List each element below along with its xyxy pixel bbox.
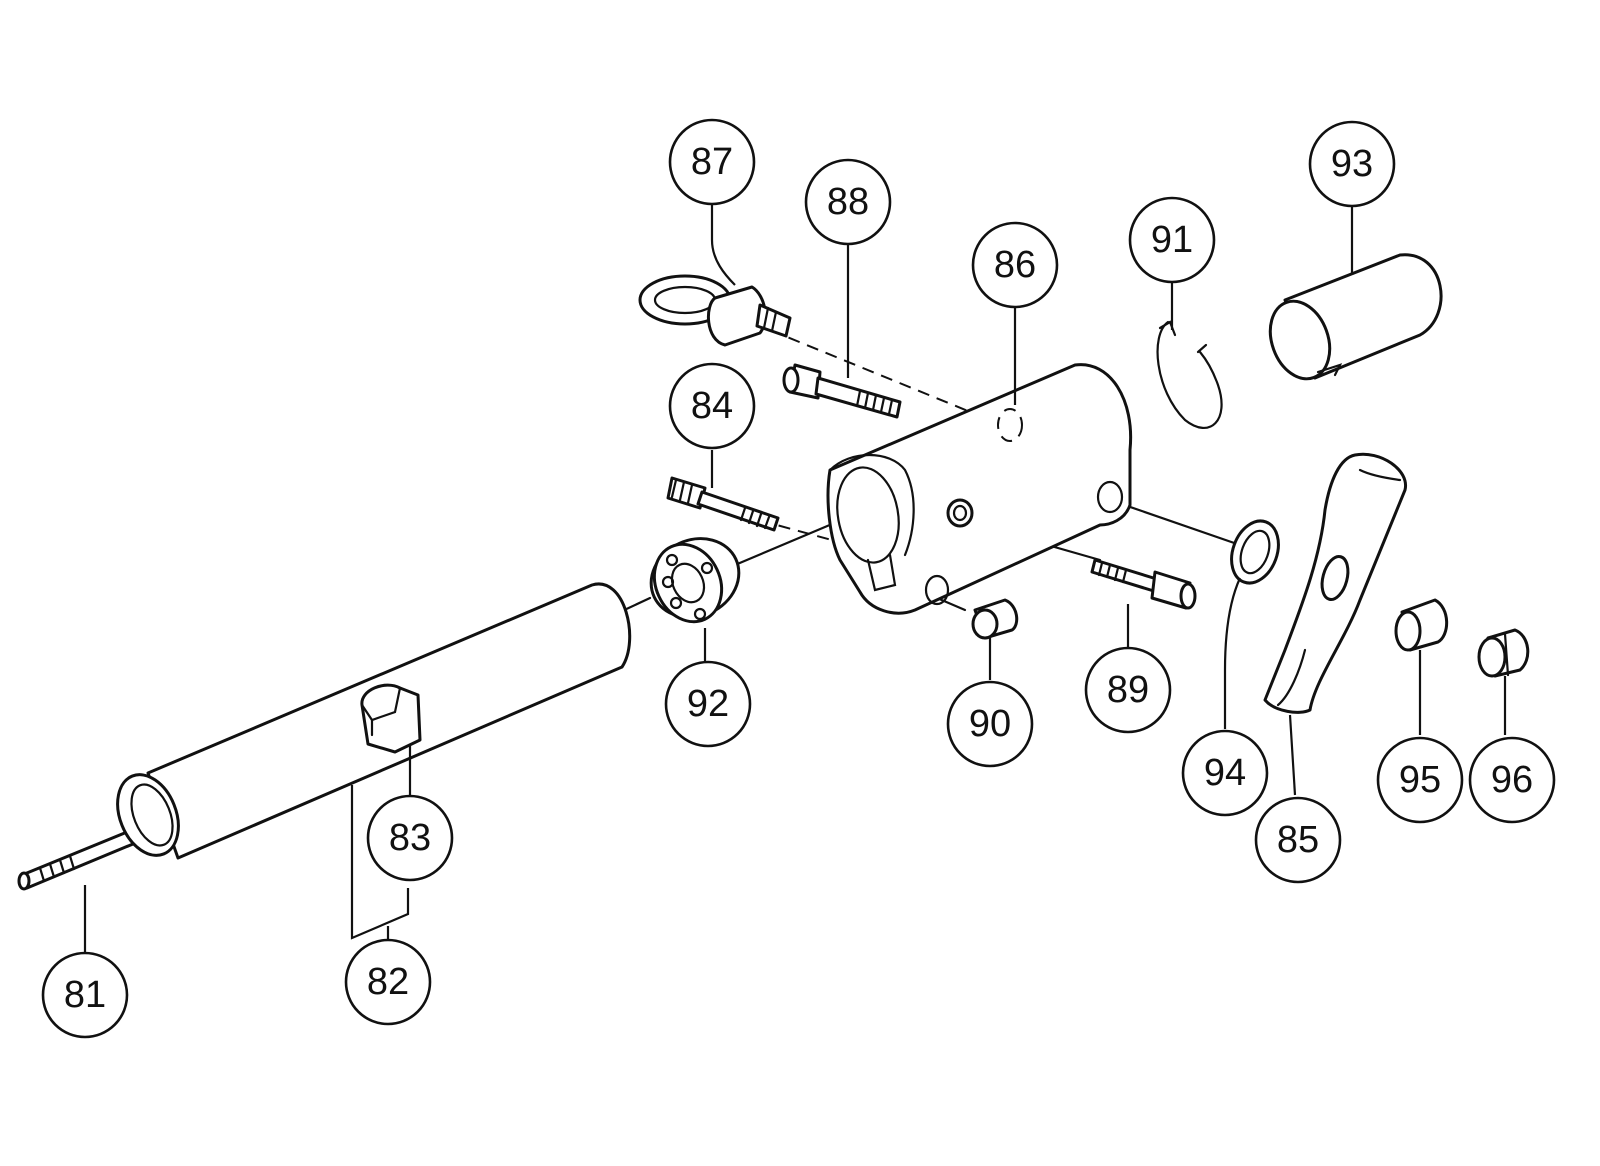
callout-88-label: 88 xyxy=(827,181,869,223)
callout-93-label: 93 xyxy=(1331,143,1373,185)
callout-89-label: 89 xyxy=(1107,669,1149,711)
part-96-cap-nut xyxy=(1477,628,1530,678)
callout-81: 81 xyxy=(41,951,129,1039)
callout-92: 92 xyxy=(664,660,752,748)
part-88-hex-bolt xyxy=(782,363,902,419)
callout-86: 86 xyxy=(971,221,1059,309)
part-92-bearing xyxy=(649,537,741,624)
callout-87-label: 87 xyxy=(691,141,733,183)
callout-83-label: 83 xyxy=(389,817,431,859)
callout-93: 93 xyxy=(1308,120,1396,208)
callout-88: 88 xyxy=(804,158,892,246)
callout-82: 82 xyxy=(344,938,432,1026)
part-94-washer xyxy=(1230,519,1280,585)
leader-lines xyxy=(83,198,1507,953)
callout-81-label: 81 xyxy=(64,974,106,1016)
callout-84-label: 84 xyxy=(691,385,733,427)
callout-85-label: 85 xyxy=(1277,819,1319,861)
callout-94-label: 94 xyxy=(1204,752,1246,794)
part-90-nut xyxy=(971,598,1019,640)
part-84-screw xyxy=(666,476,780,532)
callout-87: 87 xyxy=(668,118,756,206)
callout-96: 96 xyxy=(1468,736,1556,824)
part-87-eye-bolt xyxy=(638,274,792,347)
part-91-retaining-clip xyxy=(1156,320,1223,429)
callout-83: 83 xyxy=(366,794,454,882)
callout-85: 85 xyxy=(1254,796,1342,884)
part-95-nut xyxy=(1394,598,1449,652)
callout-84: 84 xyxy=(668,362,756,450)
part-85-wing-handle xyxy=(1263,452,1407,714)
callout-91: 91 xyxy=(1128,196,1216,284)
callout-82-label: 82 xyxy=(367,961,409,1003)
callout-95: 95 xyxy=(1376,736,1464,824)
callout-92-label: 92 xyxy=(687,683,729,725)
part-89-screw xyxy=(1090,558,1197,610)
part-86-housing xyxy=(826,363,1133,615)
callout-95-label: 95 xyxy=(1399,759,1441,801)
callout-90: 90 xyxy=(946,680,1034,768)
part-93-sleeve xyxy=(1268,253,1443,381)
callout-86-label: 86 xyxy=(994,244,1036,286)
callout-90-label: 90 xyxy=(969,703,1011,745)
callout-91-label: 91 xyxy=(1151,219,1193,261)
callout-89: 89 xyxy=(1084,646,1172,734)
callout-94: 94 xyxy=(1181,729,1269,817)
callout-96-label: 96 xyxy=(1491,759,1533,801)
part-83-key-block xyxy=(360,683,422,754)
